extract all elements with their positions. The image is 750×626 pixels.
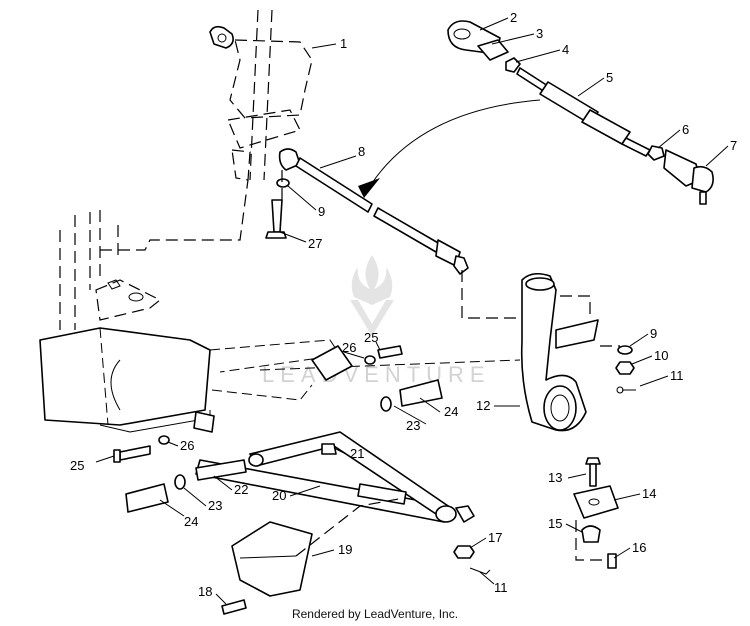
spindle (520, 272, 599, 432)
callout-26b: 26 (342, 340, 356, 355)
callout-14: 14 (642, 486, 656, 501)
spindle-hardware (600, 345, 636, 394)
callout-16: 16 (632, 540, 646, 555)
callout-26a: 26 (180, 438, 194, 453)
callout-2: 2 (510, 10, 517, 25)
callout-11b: 11 (494, 580, 508, 595)
skid-guard (221, 497, 405, 615)
callout-5: 5 (606, 70, 613, 85)
bushings (125, 379, 443, 513)
callout-22: 22 (234, 482, 248, 497)
tie-rod-assembly (447, 20, 714, 205)
callout-8: 8 (358, 144, 365, 159)
callout-12: 12 (476, 398, 490, 413)
callout-18: 18 (198, 584, 212, 599)
callout-6: 6 (682, 122, 689, 137)
callouts: 1 2 3 4 5 6 7 8 9 27 9 10 11 12 13 14 15… (70, 10, 737, 599)
callout-11a: 11 (670, 368, 684, 383)
callout-23a: 23 (208, 498, 222, 513)
callout-20: 20 (272, 488, 286, 503)
watermark: LEADVENTURE (262, 255, 491, 387)
callout-10: 10 (654, 348, 668, 363)
callout-27: 27 (308, 236, 322, 251)
callout-17: 17 (488, 530, 502, 545)
bolt-27 (265, 170, 290, 239)
callout-13: 13 (548, 470, 562, 485)
callout-3: 3 (536, 26, 543, 41)
callout-1: 1 (340, 36, 347, 51)
leader-lines (95, 17, 729, 605)
callout-7: 7 (730, 138, 737, 153)
callout-9b: 9 (650, 326, 657, 341)
callout-19: 19 (338, 542, 352, 557)
callout-21: 21 (350, 446, 364, 461)
callout-25a: 25 (70, 458, 84, 473)
callout-4: 4 (562, 42, 569, 57)
callout-25b: 25 (364, 330, 378, 345)
watermark-text: LEADVENTURE (262, 362, 491, 387)
ball-joint (573, 457, 619, 569)
callout-24a: 24 (184, 514, 198, 529)
callout-24b: 24 (444, 404, 458, 419)
callout-23b: 23 (406, 418, 420, 433)
steering-post (209, 9, 313, 181)
tie-rod-inner (278, 99, 541, 319)
callout-9a: 9 (318, 204, 325, 219)
render-credit: Rendered by LeadVenture, Inc. (291, 607, 459, 621)
callout-15: 15 (548, 516, 562, 531)
frame (39, 179, 521, 433)
ball-joint-nut (453, 545, 491, 575)
bolts (113, 345, 403, 463)
